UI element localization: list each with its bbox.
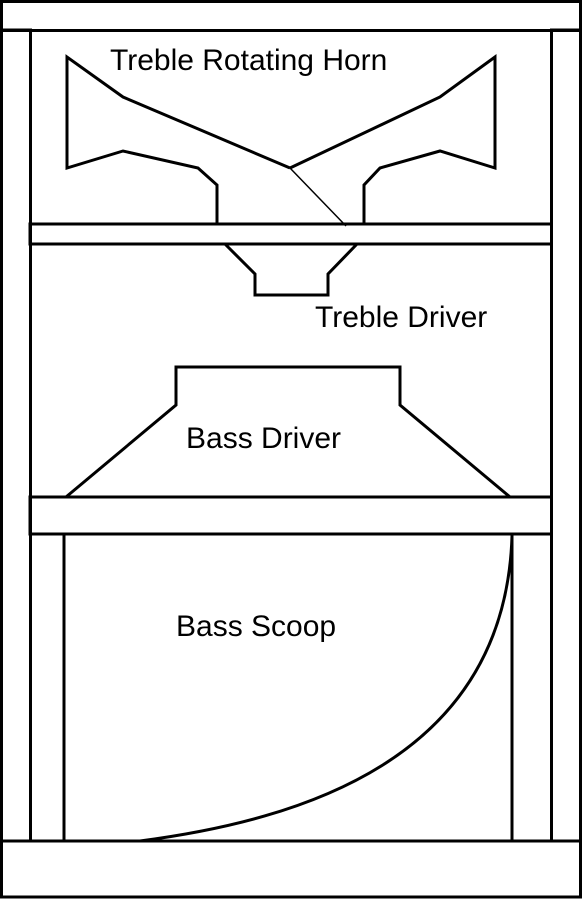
top-panel bbox=[0, 0, 582, 32]
bass-scoop bbox=[62, 534, 514, 843]
horn-right-bell bbox=[289, 54, 497, 224]
left-side-panel bbox=[0, 28, 32, 843]
bass-driver-shape bbox=[65, 365, 511, 499]
horn-left-bell bbox=[65, 54, 291, 224]
label-bass-driver: Bass Driver bbox=[186, 422, 341, 455]
right-side-panel bbox=[550, 28, 582, 843]
scoop-curve bbox=[139, 535, 514, 843]
treble-driver-shape bbox=[223, 242, 359, 297]
lower-shelf bbox=[28, 495, 553, 536]
label-bass-scoop: Bass Scoop bbox=[176, 610, 336, 643]
label-treble-driver: Treble Driver bbox=[315, 301, 487, 334]
upper-shelf bbox=[28, 222, 553, 246]
horn-rotation-axis bbox=[289, 167, 347, 227]
treble-rotating-horn bbox=[65, 54, 497, 227]
base-panel bbox=[0, 839, 582, 899]
label-treble-rotating-horn: Treble Rotating Horn bbox=[110, 44, 387, 77]
